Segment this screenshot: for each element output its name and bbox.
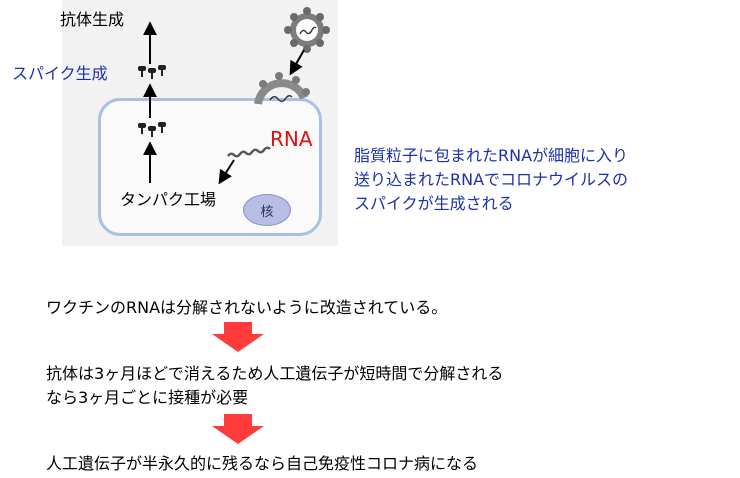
flow-arrow-1 [212,322,264,352]
spike-proteins-outside [138,65,166,79]
explanation-text: 脂質粒子に包まれたRNAが細胞に入り 送り込まれたRNAでコロナウイルスの スパ… [354,144,628,216]
lipid-particle-fusing [254,72,310,105]
rna-strand [227,146,271,158]
lipid-particle-incoming [284,7,330,53]
protein-factory-label: タンパク工場 [120,190,217,209]
explanation-line: スパイクが生成される [354,194,514,213]
flow-step-1: ワクチンのRNAは分解されないように改造されている。 [46,298,448,317]
explanation-line: 送り込まれたRNAでコロナウイルスの [354,170,629,189]
flow-arrow-2 [212,414,264,444]
flow-step-2-line: なら3ヶ月ごとに接種が必要 [46,388,249,407]
arrow-rna-to-factory [218,159,235,185]
flow-step-2: 抗体は3ヶ月ほどで消えるため人工遺伝子が短時間で分解される なら3ヶ月ごとに接種… [46,362,503,410]
flow-step-2-line: 抗体は3ヶ月ほどで消えるため人工遺伝子が短時間で分解される [46,364,504,383]
spike-production-label: スパイク生成 [12,64,108,83]
antibody-production-label: 抗体生成 [60,10,125,29]
flow-step-3: 人工遺伝子が半永久的に残るなら自己免疫性コロナ病になる [46,454,479,473]
nucleus: 核 [243,194,291,226]
nucleus-label: 核 [260,204,274,220]
explanation-line: 脂質粒子に包まれたRNAが細胞に入り [354,146,629,165]
spike-proteins-inside [138,122,166,137]
rna-label: RNA [270,127,313,151]
arrow-particle-to-cell [289,49,305,76]
